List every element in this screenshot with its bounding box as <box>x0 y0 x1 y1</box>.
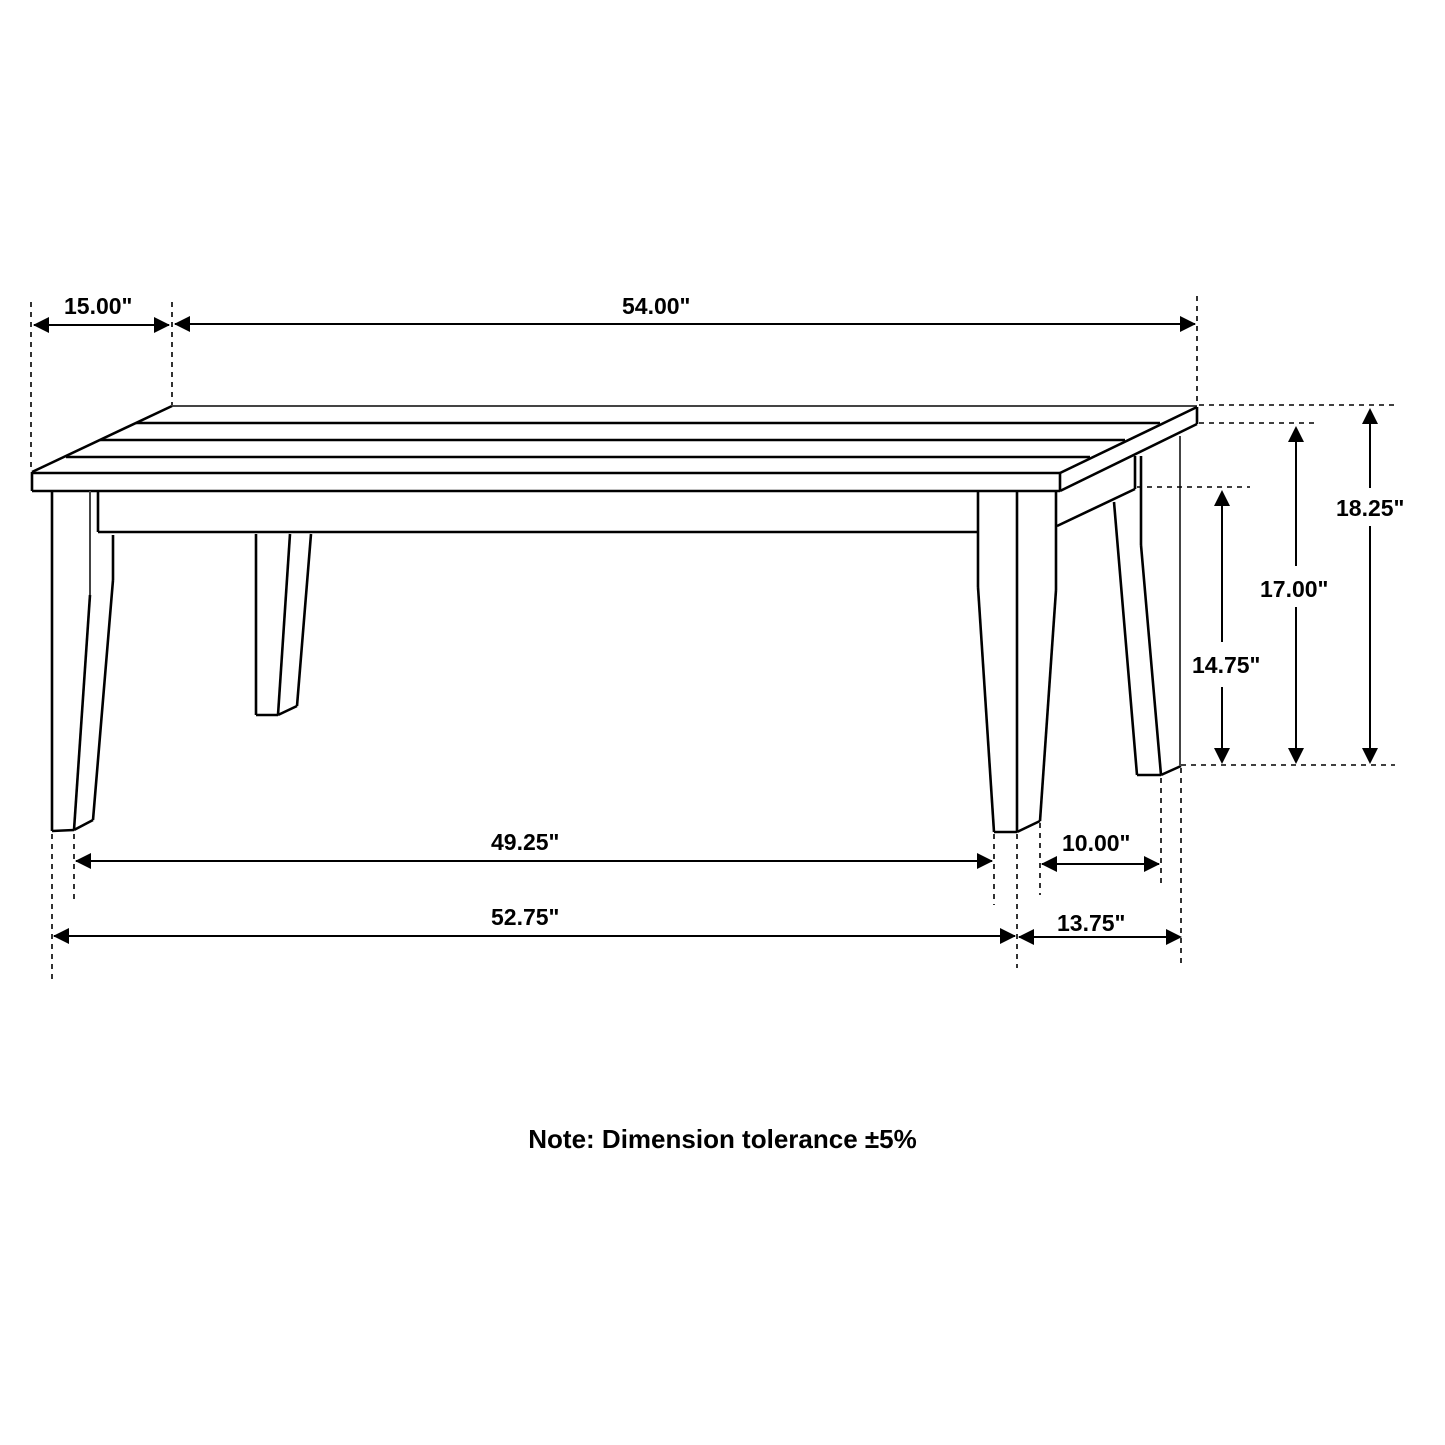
side-apron <box>1056 456 1137 528</box>
dimension-15-00 <box>33 317 170 333</box>
label-inner-leg-span-depth: 10.00" <box>1060 830 1133 856</box>
dimension-13-75 <box>1018 929 1182 945</box>
label-depth-top: 15.00" <box>62 293 135 319</box>
front-left-leg <box>50 491 115 833</box>
label-overall-height: 18.25" <box>1334 495 1407 521</box>
front-apron <box>96 491 978 534</box>
label-seat-height: 17.00" <box>1258 576 1331 602</box>
bench-top <box>30 404 1199 493</box>
dimension-49-25 <box>75 853 993 869</box>
dimension-18-25 <box>1362 408 1378 764</box>
dimension-17-00 <box>1288 426 1304 764</box>
dimension-10-00 <box>1041 856 1160 872</box>
extension-lines <box>30 296 1395 980</box>
back-right-leg <box>1112 436 1182 777</box>
label-inner-leg-span-length: 49.25" <box>489 829 562 855</box>
label-outer-leg-span-length: 52.75" <box>489 904 562 930</box>
front-right-leg <box>976 491 1058 834</box>
dimension-14-75 <box>1214 490 1230 764</box>
label-length-top: 54.00" <box>620 293 693 319</box>
label-outer-leg-span-depth: 13.75" <box>1055 910 1128 936</box>
label-apron-clearance: 14.75" <box>1190 652 1263 678</box>
back-left-leg <box>254 533 313 717</box>
tolerance-note: Note: Dimension tolerance ±5% <box>528 1124 917 1154</box>
dimension-52-75 <box>53 928 1016 944</box>
dimension-54-00 <box>174 316 1196 332</box>
